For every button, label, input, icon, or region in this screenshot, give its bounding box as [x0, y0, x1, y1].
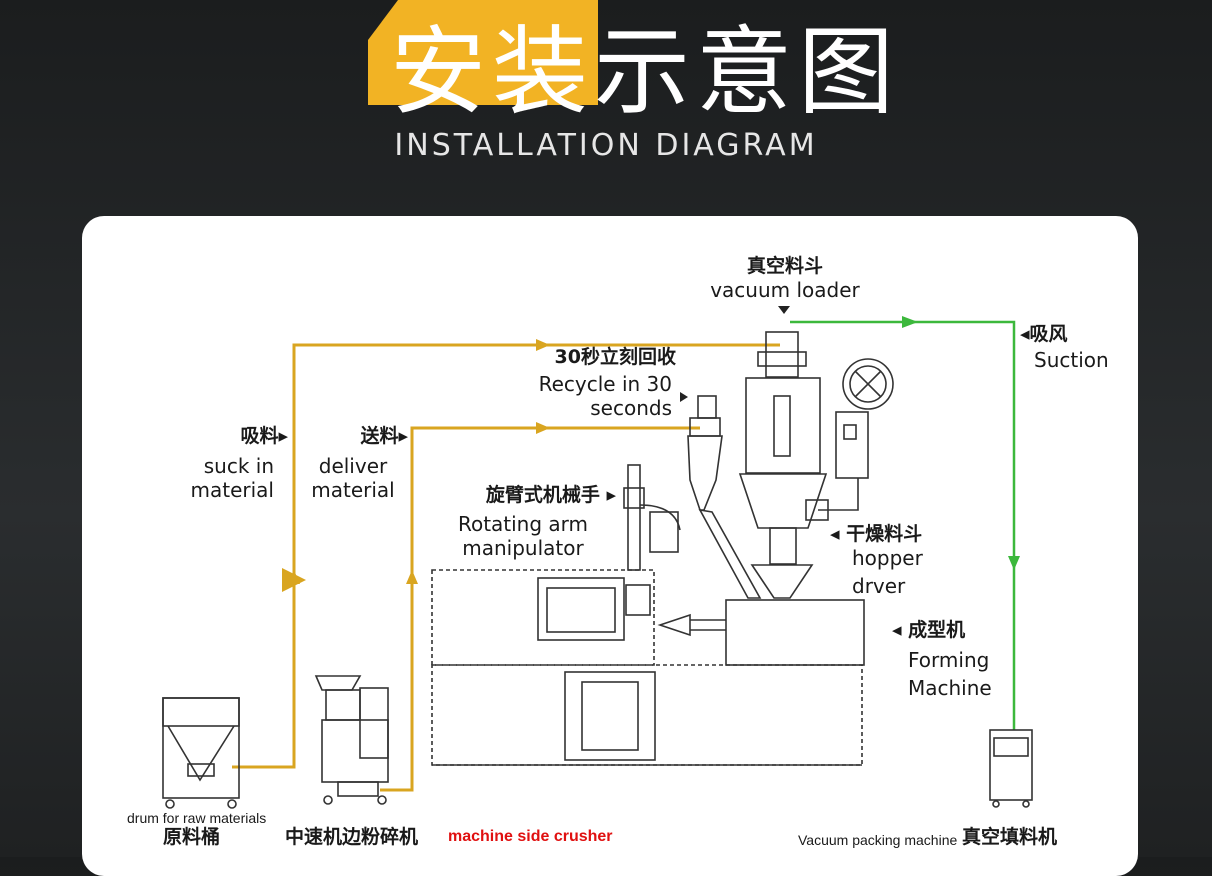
- deliver-en-2: material: [311, 478, 395, 502]
- installation-diagram: [162, 306, 1033, 809]
- arm-en-2: manipulator: [462, 536, 584, 560]
- recycle-en-2: seconds: [590, 396, 672, 420]
- packing-zh: 真空填料机: [962, 826, 1058, 848]
- forming-en-2: Machine: [908, 676, 992, 700]
- suck-zh: 吸料▸: [240, 425, 288, 447]
- hopper-en-2: drver: [852, 574, 906, 598]
- recycle-pointer: [680, 392, 688, 402]
- suction-en: Suction: [1034, 348, 1109, 372]
- crusher-en: machine side crusher: [448, 828, 613, 845]
- dryer-hopper: [738, 331, 894, 599]
- suction-arrows: [902, 316, 1020, 570]
- suction-zh: ◂吸风: [1020, 323, 1068, 345]
- rotating-arm: [623, 464, 681, 571]
- page-subtitle: INSTALLATION DIAGRAM: [394, 128, 818, 163]
- deliver-zh: 送料▸: [360, 425, 408, 447]
- vacuum-packing-machine: [989, 729, 1033, 808]
- side-crusher: [314, 675, 389, 805]
- raw-material-drum: [162, 697, 240, 809]
- deliver-line: [380, 426, 700, 792]
- deliver-en-1: deliver: [318, 454, 388, 478]
- packing-en: Vacuum packing machine: [798, 832, 958, 848]
- title-highlight-text: 安装: [390, 16, 594, 128]
- arm-zh: 旋臂式机械手 ▸: [485, 484, 616, 506]
- hopper-zh: ◂ 干燥料斗: [830, 523, 923, 545]
- arm-en-1: Rotating arm: [457, 512, 589, 536]
- forming-zh: ◂ 成型机: [892, 619, 966, 641]
- vacuum-loader-pointer: [778, 306, 790, 314]
- forming-machine: [431, 569, 865, 766]
- recycle-zh: 30秒立刻回收: [554, 346, 676, 368]
- vacuum-loader-en: vacuum loader: [710, 278, 860, 302]
- arrow-down-green: [1008, 556, 1020, 570]
- recycle-en-1: Recycle in 30: [538, 372, 672, 396]
- title-highlight-block: [368, 0, 598, 105]
- arrow-right-green: [902, 316, 918, 328]
- cyclone-recycler: [687, 395, 762, 599]
- feed-arrows: [288, 339, 550, 584]
- suck-en-1: suck in: [203, 454, 274, 478]
- suction-line: [790, 320, 1016, 730]
- page-title: 安装示意图: [390, 0, 900, 133]
- drum-zh: 原料桶: [163, 826, 221, 848]
- suck-en-2: material: [190, 478, 274, 502]
- forming-en-1: Forming: [908, 648, 990, 672]
- crusher-zh: 中速机边粉碎机: [285, 826, 419, 848]
- page-header: 安装示意图 INSTALLATION DIAGRAM: [0, 0, 1212, 200]
- drum-en: drum for raw materials: [127, 810, 267, 826]
- arrow-right-1: [536, 339, 550, 351]
- hopper-en-1: hopper: [852, 546, 923, 570]
- arrow-up-1: [288, 570, 300, 584]
- title-rest-text: 示意图: [594, 16, 900, 128]
- arrow-up-2: [406, 570, 418, 584]
- arrow-right-2: [536, 422, 550, 434]
- vacuum-loader-zh: 真空料斗: [746, 255, 823, 277]
